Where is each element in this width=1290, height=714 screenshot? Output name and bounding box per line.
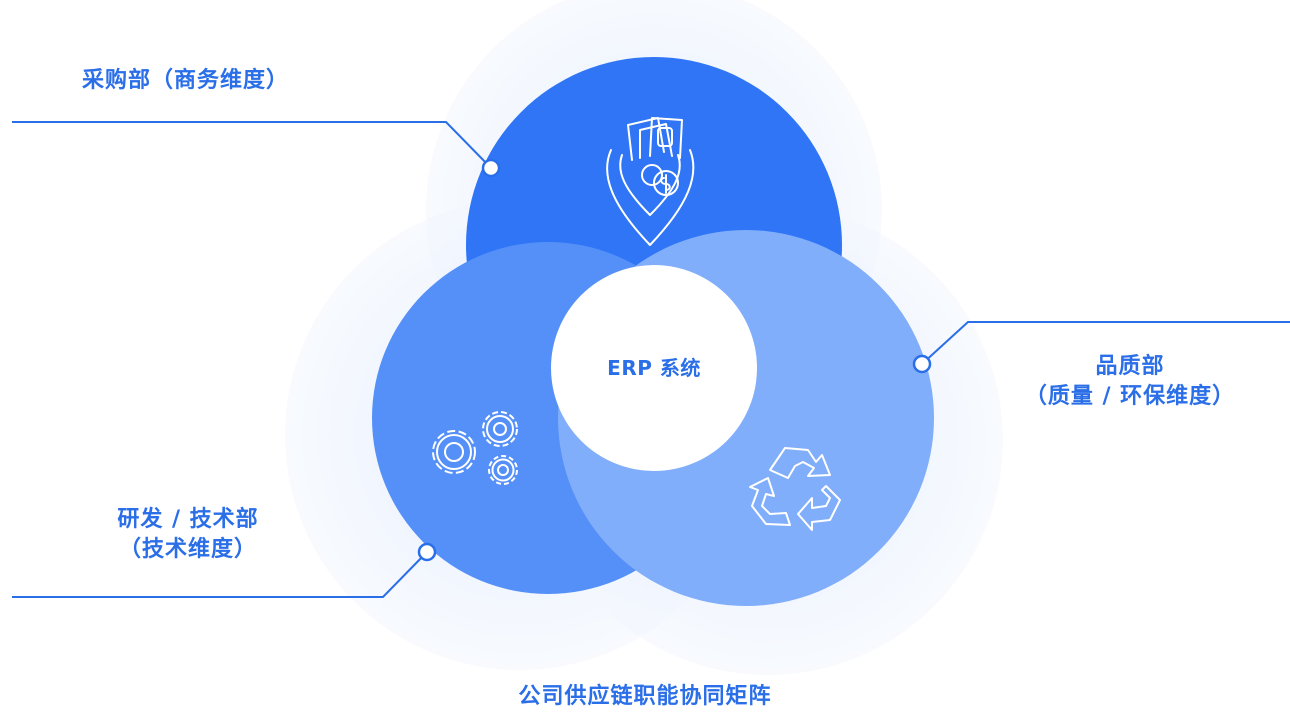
rnd-connector-line [12, 551, 428, 598]
money-bag-icon [606, 117, 695, 246]
quality-label-line-2: （质量 / 环保维度） [1024, 384, 1236, 409]
purchasing-connector-dot [481, 158, 501, 178]
quality-label-line-1: 品质部 [1095, 354, 1165, 379]
recycle-icon [749, 447, 841, 531]
diagram-caption: 公司供应链职能协同矩阵 [518, 684, 772, 709]
rnd-label-line-1: 研发 / 技术部 [117, 507, 259, 532]
quality-label: 品质部 （质量 / 环保维度） [1010, 352, 1250, 412]
quality-connector-line [921, 321, 1290, 365]
purchasing-label-line: 采购部（商务维度） [82, 68, 290, 93]
purchasing-label: 采购部（商务维度） [82, 66, 289, 96]
rnd-label: 研发 / 技术部 （技术维度） [88, 505, 288, 565]
center-circle [551, 265, 757, 471]
rnd-connector-dot [417, 542, 437, 562]
purchasing-connector-line [12, 121, 492, 169]
gears-icon [432, 411, 518, 485]
rnd-label-line-2: （技术维度） [118, 537, 257, 562]
center-label: ERP 系统 [607, 356, 701, 380]
quality-connector-dot [912, 354, 932, 374]
